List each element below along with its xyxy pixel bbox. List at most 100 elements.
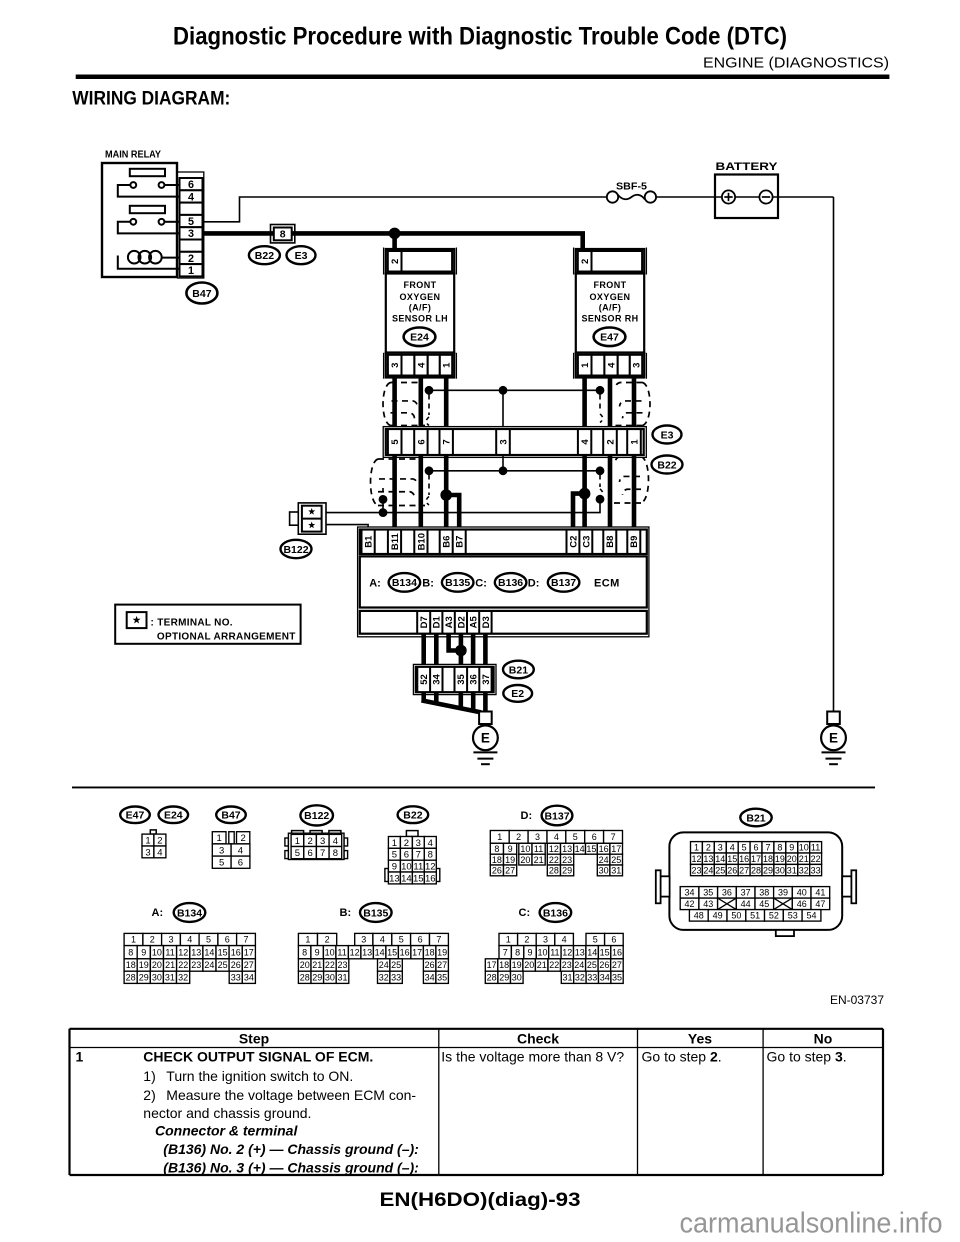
svg-text:29: 29 bbox=[499, 973, 509, 983]
svg-text:52: 52 bbox=[419, 674, 430, 685]
svg-text:6: 6 bbox=[188, 179, 194, 191]
svg-text:29: 29 bbox=[312, 973, 322, 983]
svg-text:23: 23 bbox=[337, 960, 347, 970]
svg-text:7: 7 bbox=[436, 935, 441, 945]
svg-text:31: 31 bbox=[337, 973, 347, 983]
svg-text:SENSOR RH: SENSOR RH bbox=[581, 314, 638, 324]
svg-text:SENSOR LH: SENSOR LH bbox=[392, 314, 448, 324]
svg-text:9: 9 bbox=[392, 862, 397, 873]
svg-text:C:: C: bbox=[519, 907, 531, 919]
svg-text:17: 17 bbox=[487, 960, 497, 970]
svg-text:(A/F): (A/F) bbox=[409, 302, 432, 312]
svg-text:17: 17 bbox=[412, 947, 422, 957]
svg-text:B8: B8 bbox=[605, 536, 616, 548]
svg-text:Go to step 3.: Go to step 3. bbox=[767, 1049, 847, 1065]
svg-text:CHECK OUTPUT SIGNAL OF ECM.: CHECK OUTPUT SIGNAL OF ECM. bbox=[143, 1049, 373, 1065]
svg-text:40: 40 bbox=[797, 888, 807, 898]
svg-text:22: 22 bbox=[325, 960, 335, 970]
svg-text:5: 5 bbox=[219, 858, 224, 869]
svg-text:6: 6 bbox=[404, 850, 409, 861]
svg-text:3: 3 bbox=[361, 935, 366, 945]
svg-text:3: 3 bbox=[498, 439, 509, 444]
svg-text:B137: B137 bbox=[551, 577, 576, 589]
svg-text:5: 5 bbox=[392, 850, 397, 861]
svg-text:5: 5 bbox=[573, 832, 578, 842]
svg-text:32: 32 bbox=[178, 973, 188, 983]
svg-text:25: 25 bbox=[391, 960, 401, 970]
svg-text:37: 37 bbox=[481, 674, 492, 685]
svg-text:19: 19 bbox=[437, 947, 447, 957]
svg-text:32: 32 bbox=[575, 973, 585, 983]
svg-text:1: 1 bbox=[694, 843, 699, 853]
svg-text:30: 30 bbox=[599, 866, 609, 876]
svg-text:10: 10 bbox=[799, 843, 809, 853]
svg-text:13: 13 bbox=[389, 873, 400, 884]
svg-text:1: 1 bbox=[497, 832, 502, 842]
svg-text:27: 27 bbox=[437, 960, 447, 970]
svg-text:47: 47 bbox=[815, 899, 825, 909]
svg-text:21: 21 bbox=[537, 960, 547, 970]
svg-text:4: 4 bbox=[188, 191, 194, 203]
svg-text:24: 24 bbox=[379, 960, 389, 970]
svg-text:35: 35 bbox=[612, 973, 622, 983]
svg-text:1: 1 bbox=[506, 935, 511, 945]
svg-text:26: 26 bbox=[492, 866, 502, 876]
svg-text:41: 41 bbox=[815, 888, 825, 898]
svg-text:54: 54 bbox=[806, 911, 816, 921]
svg-text:19: 19 bbox=[139, 960, 149, 970]
svg-text:A3: A3 bbox=[444, 616, 455, 628]
svg-text:11: 11 bbox=[534, 844, 543, 854]
svg-text:16: 16 bbox=[612, 947, 622, 957]
svg-text:No: No bbox=[814, 1031, 833, 1047]
svg-text:22: 22 bbox=[178, 960, 188, 970]
svg-text:21: 21 bbox=[312, 960, 322, 970]
svg-text:B134: B134 bbox=[177, 907, 202, 919]
svg-text:6: 6 bbox=[753, 843, 758, 853]
svg-text:19: 19 bbox=[775, 854, 785, 864]
svg-text:33: 33 bbox=[231, 973, 241, 983]
svg-text:9: 9 bbox=[527, 947, 532, 957]
svg-text:45: 45 bbox=[759, 899, 769, 909]
svg-text:1: 1 bbox=[441, 362, 452, 368]
svg-text:25: 25 bbox=[587, 960, 597, 970]
svg-text:20: 20 bbox=[787, 854, 797, 864]
svg-text:3: 3 bbox=[416, 838, 421, 849]
svg-text:7: 7 bbox=[442, 439, 453, 444]
svg-text:OPTIONAL ARRANGEMENT: OPTIONAL ARRANGEMENT bbox=[157, 632, 296, 643]
svg-text:(B136) No. 3 (+) — Chassis gro: (B136) No. 3 (+) — Chassis ground (–): bbox=[163, 1159, 419, 1175]
svg-text:11: 11 bbox=[413, 862, 423, 873]
svg-text:15: 15 bbox=[727, 854, 737, 864]
svg-text:B21: B21 bbox=[509, 664, 528, 676]
svg-text:30: 30 bbox=[325, 973, 335, 983]
svg-text:42: 42 bbox=[684, 899, 694, 909]
svg-text:3: 3 bbox=[718, 843, 723, 853]
svg-text:2: 2 bbox=[580, 259, 591, 264]
svg-text:2: 2 bbox=[188, 253, 194, 265]
svg-text:20: 20 bbox=[524, 960, 534, 970]
svg-text:4: 4 bbox=[428, 838, 433, 849]
svg-text:14: 14 bbox=[375, 947, 385, 957]
svg-text:33: 33 bbox=[587, 973, 597, 983]
svg-text:27: 27 bbox=[612, 960, 622, 970]
svg-text:1)Turn the ignition switch to: 1)Turn the ignition switch to ON. bbox=[143, 1068, 353, 1084]
svg-text:35: 35 bbox=[703, 888, 713, 898]
svg-text:B10: B10 bbox=[416, 533, 427, 550]
svg-text:27: 27 bbox=[244, 960, 254, 970]
svg-text:BATTERY: BATTERY bbox=[716, 161, 779, 173]
svg-text:B122: B122 bbox=[304, 810, 329, 822]
svg-text:23: 23 bbox=[191, 960, 201, 970]
svg-text:10: 10 bbox=[325, 947, 335, 957]
svg-text:5: 5 bbox=[742, 843, 747, 853]
svg-text:12: 12 bbox=[425, 862, 436, 873]
svg-text:B21: B21 bbox=[746, 812, 765, 824]
svg-text:8: 8 bbox=[777, 843, 782, 853]
svg-text:2: 2 bbox=[150, 935, 155, 945]
svg-text:4: 4 bbox=[417, 362, 428, 368]
svg-text:1: 1 bbox=[629, 439, 640, 445]
svg-text:7: 7 bbox=[416, 850, 421, 861]
svg-text:19: 19 bbox=[512, 960, 522, 970]
svg-text:50: 50 bbox=[731, 911, 741, 921]
svg-text:9: 9 bbox=[315, 947, 320, 957]
svg-text:30: 30 bbox=[512, 973, 522, 983]
svg-text:24: 24 bbox=[574, 960, 584, 970]
